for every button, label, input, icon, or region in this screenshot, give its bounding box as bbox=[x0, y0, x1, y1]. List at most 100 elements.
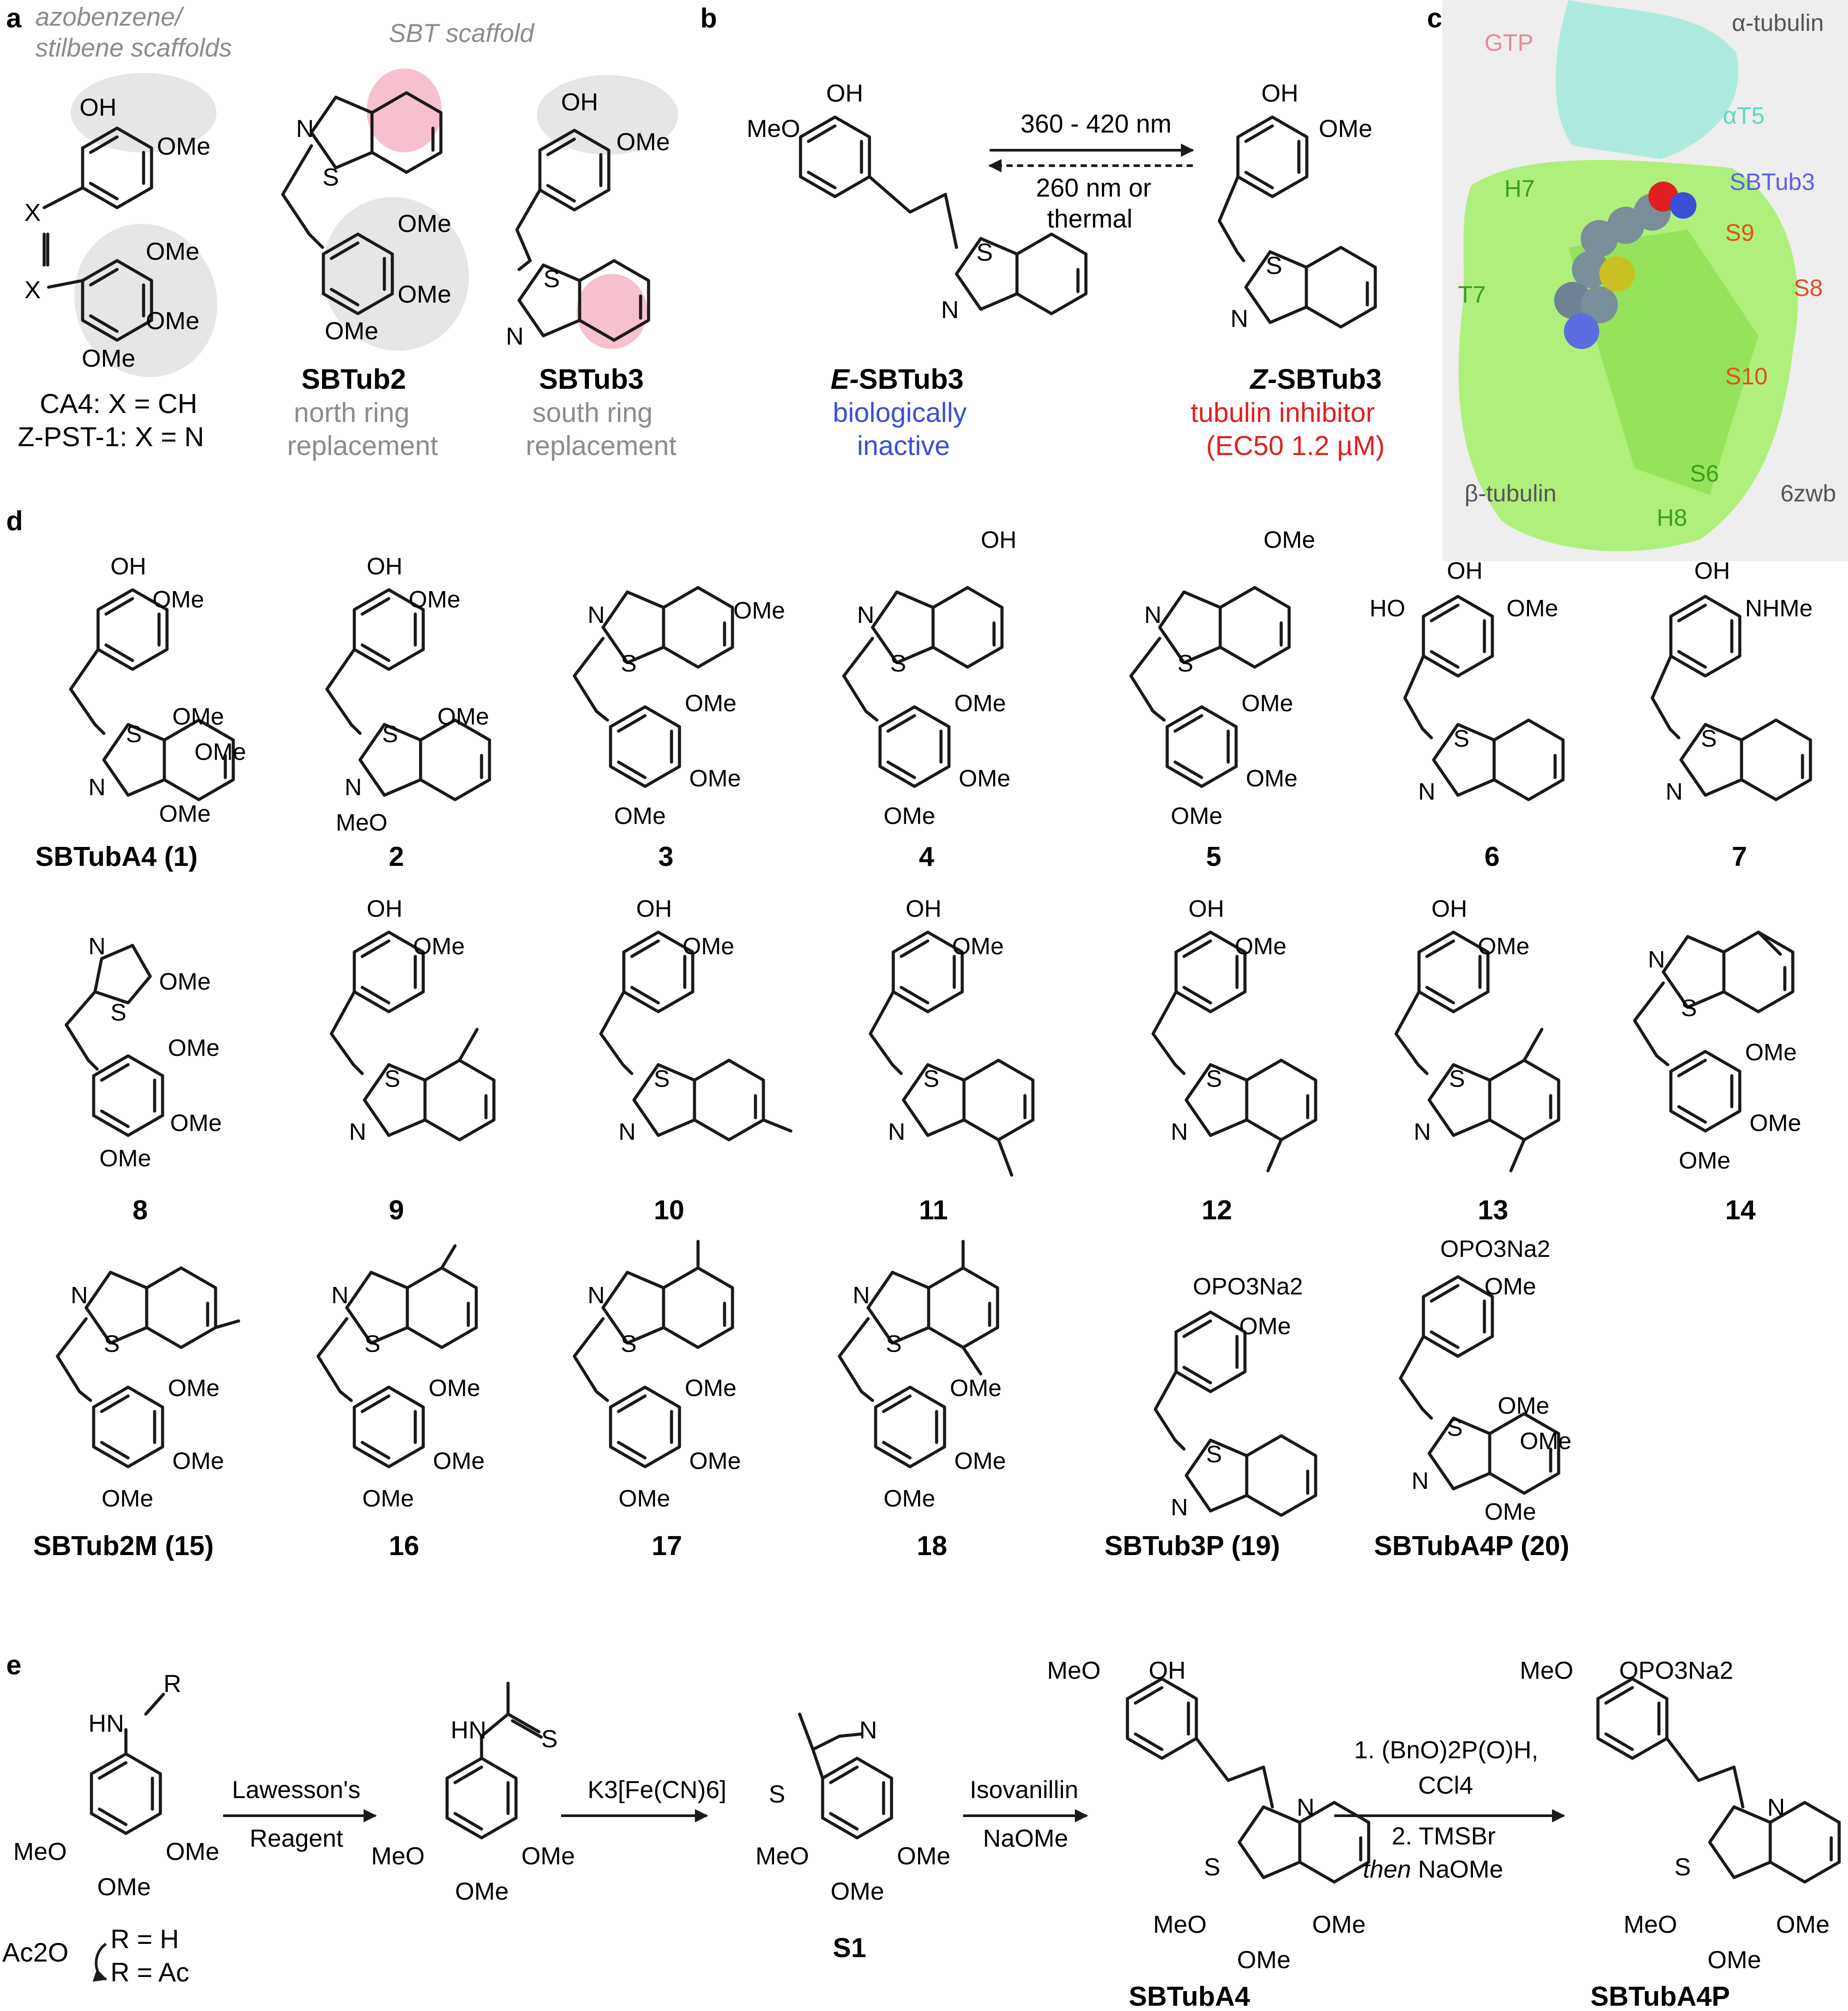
s6-label: S6 bbox=[1690, 460, 1719, 487]
c16-ome2: OMe bbox=[433, 1448, 485, 1474]
compound-10: OH OMe S N 10 bbox=[599, 895, 793, 1226]
scaffold-note-line2: stilbene scaffolds bbox=[35, 34, 232, 62]
c6-s: S bbox=[1453, 725, 1469, 752]
c12-label: 12 bbox=[1202, 1195, 1232, 1226]
c2-n: N bbox=[345, 774, 362, 801]
scaffold-note-line1: azobenzene/ bbox=[35, 3, 185, 31]
c4-n: N bbox=[857, 602, 874, 628]
s10-label: S10 bbox=[1725, 363, 1768, 390]
c2-ome2: OMe bbox=[437, 703, 489, 730]
c11-ome: OMe bbox=[952, 933, 1004, 960]
c5-n: N bbox=[1144, 602, 1161, 628]
c20-n: N bbox=[1412, 1468, 1429, 1494]
step1-line2: Reagent bbox=[250, 1824, 343, 1852]
a4-ome1: OMe bbox=[1312, 1910, 1366, 1938]
compound-7: OH NHMe S N 7 bbox=[1651, 558, 1813, 872]
step3-line2: NaOMe bbox=[983, 1824, 1068, 1852]
c17-s: S bbox=[621, 1331, 637, 1357]
c13-s: S bbox=[1449, 1066, 1465, 1092]
e-s: S bbox=[976, 238, 993, 266]
c11-oh: OH bbox=[906, 895, 941, 922]
c14-ome2: OMe bbox=[1749, 1110, 1801, 1136]
sbtub2-caption1: north ring bbox=[294, 398, 410, 428]
a4p-meo2: MeO bbox=[1624, 1910, 1677, 1938]
z-desc2: (EC50 1.2 µM) bbox=[1206, 431, 1385, 461]
c12-oh: OH bbox=[1188, 895, 1224, 922]
c19-opo3na2: OPO3Na2 bbox=[1193, 1273, 1303, 1300]
c5-ome1: OMe bbox=[1241, 690, 1293, 717]
c13-ome: OMe bbox=[1478, 933, 1529, 960]
c1-s: S bbox=[126, 721, 142, 747]
compound-4: OH N S OMe OMe OMe 4 bbox=[842, 527, 1017, 872]
start-meo: MeO bbox=[13, 1837, 67, 1865]
c1-label: SBTubA4 (1) bbox=[35, 842, 197, 872]
compound-9: OH OMe S N 9 bbox=[330, 895, 494, 1226]
c3-label: 3 bbox=[658, 842, 673, 872]
sbtub3-caption1: south ring bbox=[532, 398, 653, 428]
z-oh: OH bbox=[1261, 79, 1298, 107]
int1-hn: HN bbox=[451, 1716, 486, 1744]
thioamide: HN S MeO OMe OMe bbox=[371, 1681, 575, 1905]
s1-n: N bbox=[859, 1716, 877, 1744]
c7-oh: OH bbox=[1694, 558, 1730, 584]
c20-label: SBTubA4P (20) bbox=[1374, 1531, 1569, 1561]
compound-16: N S OMe OMe OMe 16 bbox=[316, 1244, 485, 1561]
c6-ho: HO bbox=[1370, 595, 1405, 622]
step3-line1: Isovanillin bbox=[970, 1776, 1078, 1803]
a4-ome2: OMe bbox=[1237, 1946, 1290, 1973]
c15-n: N bbox=[71, 1282, 88, 1309]
c16-ome3: OMe bbox=[362, 1485, 414, 1512]
c6-oh: OH bbox=[1447, 558, 1483, 584]
a4p-n: N bbox=[1767, 1793, 1785, 1821]
sbtub3a-s: S bbox=[543, 265, 560, 292]
a4-s: S bbox=[1204, 1853, 1220, 1881]
c18-label: 18 bbox=[917, 1531, 947, 1561]
forward-label: 360 - 420 nm bbox=[1021, 110, 1172, 138]
c8-ome3: OMe bbox=[99, 1145, 151, 1172]
step4-line3: 2. TMSBr bbox=[1392, 1822, 1495, 1850]
c6-ome: OMe bbox=[1506, 595, 1558, 622]
c16-s: S bbox=[364, 1331, 380, 1357]
c1-oh: OH bbox=[110, 553, 146, 580]
c8-n: N bbox=[88, 933, 106, 960]
z-desc1: tubulin inhibitor bbox=[1191, 398, 1375, 428]
c18-ome1: OMe bbox=[950, 1375, 1002, 1401]
c4-s: S bbox=[890, 650, 906, 677]
e-desc1: biologically bbox=[833, 398, 967, 428]
c14-n: N bbox=[1648, 946, 1665, 973]
c5-ome2: OMe bbox=[1246, 765, 1298, 792]
sbtub3a-oh: OH bbox=[561, 88, 598, 116]
compound-1: OH OMe S N OMe OMe OMe SBTubA4 (1) bbox=[35, 553, 246, 872]
int1-ome2: OMe bbox=[455, 1877, 508, 1905]
int1-meo: MeO bbox=[371, 1842, 425, 1870]
sbt-scaffold-note: SBT scaffold bbox=[389, 19, 535, 48]
at5-label: αT5 bbox=[1723, 102, 1765, 129]
h7-label: H7 bbox=[1504, 175, 1535, 202]
z-ome: OMe bbox=[1319, 114, 1372, 142]
compound-20: OPO3Na2 OMe S N OMe OMe OMe SBTubA4P (20… bbox=[1374, 1236, 1571, 1561]
c10-ome: OMe bbox=[683, 933, 734, 960]
c10-s: S bbox=[654, 1066, 670, 1092]
c17-n: N bbox=[588, 1282, 605, 1309]
c6-n: N bbox=[1418, 778, 1435, 805]
c13-n: N bbox=[1414, 1119, 1431, 1145]
t7-label: T7 bbox=[1458, 281, 1486, 308]
c18-s: S bbox=[886, 1331, 902, 1357]
ca4-ome3: OMe bbox=[146, 307, 199, 334]
sbtub3a-n: N bbox=[506, 322, 524, 350]
r-h-label: R = H bbox=[110, 1924, 179, 1954]
sbtub2-ome3: OMe bbox=[325, 317, 378, 345]
c14-ome1: OMe bbox=[1745, 1039, 1797, 1066]
panel-e: e HN R MeO OMe OMe Ac2O R = H R = Ac Law… bbox=[2, 1650, 1839, 2011]
c18-ome2: OMe bbox=[954, 1448, 1006, 1474]
c19-label: SBTub3P (19) bbox=[1104, 1531, 1280, 1561]
e-sbtub3-label: E-SBTub3 bbox=[831, 363, 964, 395]
sbtub3-c-label: SBTub3 bbox=[1730, 169, 1815, 195]
c16-ome1: OMe bbox=[429, 1375, 480, 1401]
c4-ome1: OMe bbox=[954, 690, 1006, 717]
compound-19: OPO3Na2 OMe S N SBTub3P (19) bbox=[1104, 1273, 1316, 1561]
a4-oh: OH bbox=[1149, 1656, 1186, 1684]
c8-label: 8 bbox=[133, 1195, 148, 1226]
c11-label: 11 bbox=[919, 1195, 948, 1226]
a4p-s: S bbox=[1674, 1853, 1691, 1881]
